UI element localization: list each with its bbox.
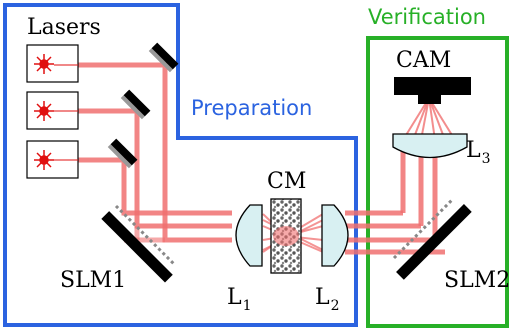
cm-label: CM xyxy=(267,169,307,194)
lens-l3 xyxy=(392,133,468,159)
cm-medium xyxy=(270,198,302,274)
mirror-3 xyxy=(107,138,138,169)
l2-label: L2 xyxy=(315,285,340,314)
steering-mirrors xyxy=(107,42,179,169)
verification-title: Verification xyxy=(368,5,486,29)
laser-3 xyxy=(26,140,79,179)
preparation-title: Preparation xyxy=(191,96,313,120)
lens-l1 xyxy=(235,204,263,267)
slm2-label: SLM2 xyxy=(444,268,511,293)
beam-1 xyxy=(78,62,232,243)
lasers-label: Lasers xyxy=(27,15,101,40)
cam-beams xyxy=(402,97,456,141)
beam-3 xyxy=(78,157,232,216)
slm1 xyxy=(101,204,176,283)
mirror-1 xyxy=(148,42,179,73)
slm2 xyxy=(392,198,472,280)
slm1-label: SLM1 xyxy=(60,268,127,293)
lens-l2 xyxy=(321,204,349,267)
laser-beams xyxy=(78,62,232,243)
l3-label: L3 xyxy=(466,138,491,167)
cam-label: CAM xyxy=(396,48,452,73)
verification-beams xyxy=(345,150,445,255)
laser-2 xyxy=(26,91,79,130)
verification-border xyxy=(366,36,509,328)
laser-burst-icon xyxy=(34,101,54,121)
l1-label: L1 xyxy=(227,285,252,314)
laser-1 xyxy=(26,44,79,83)
beam-2 xyxy=(78,108,232,229)
laser-burst-icon xyxy=(34,150,54,170)
preparation-border xyxy=(3,3,358,327)
mirror-2 xyxy=(120,89,151,120)
camera xyxy=(394,77,471,104)
laser-burst-icon xyxy=(34,54,54,74)
